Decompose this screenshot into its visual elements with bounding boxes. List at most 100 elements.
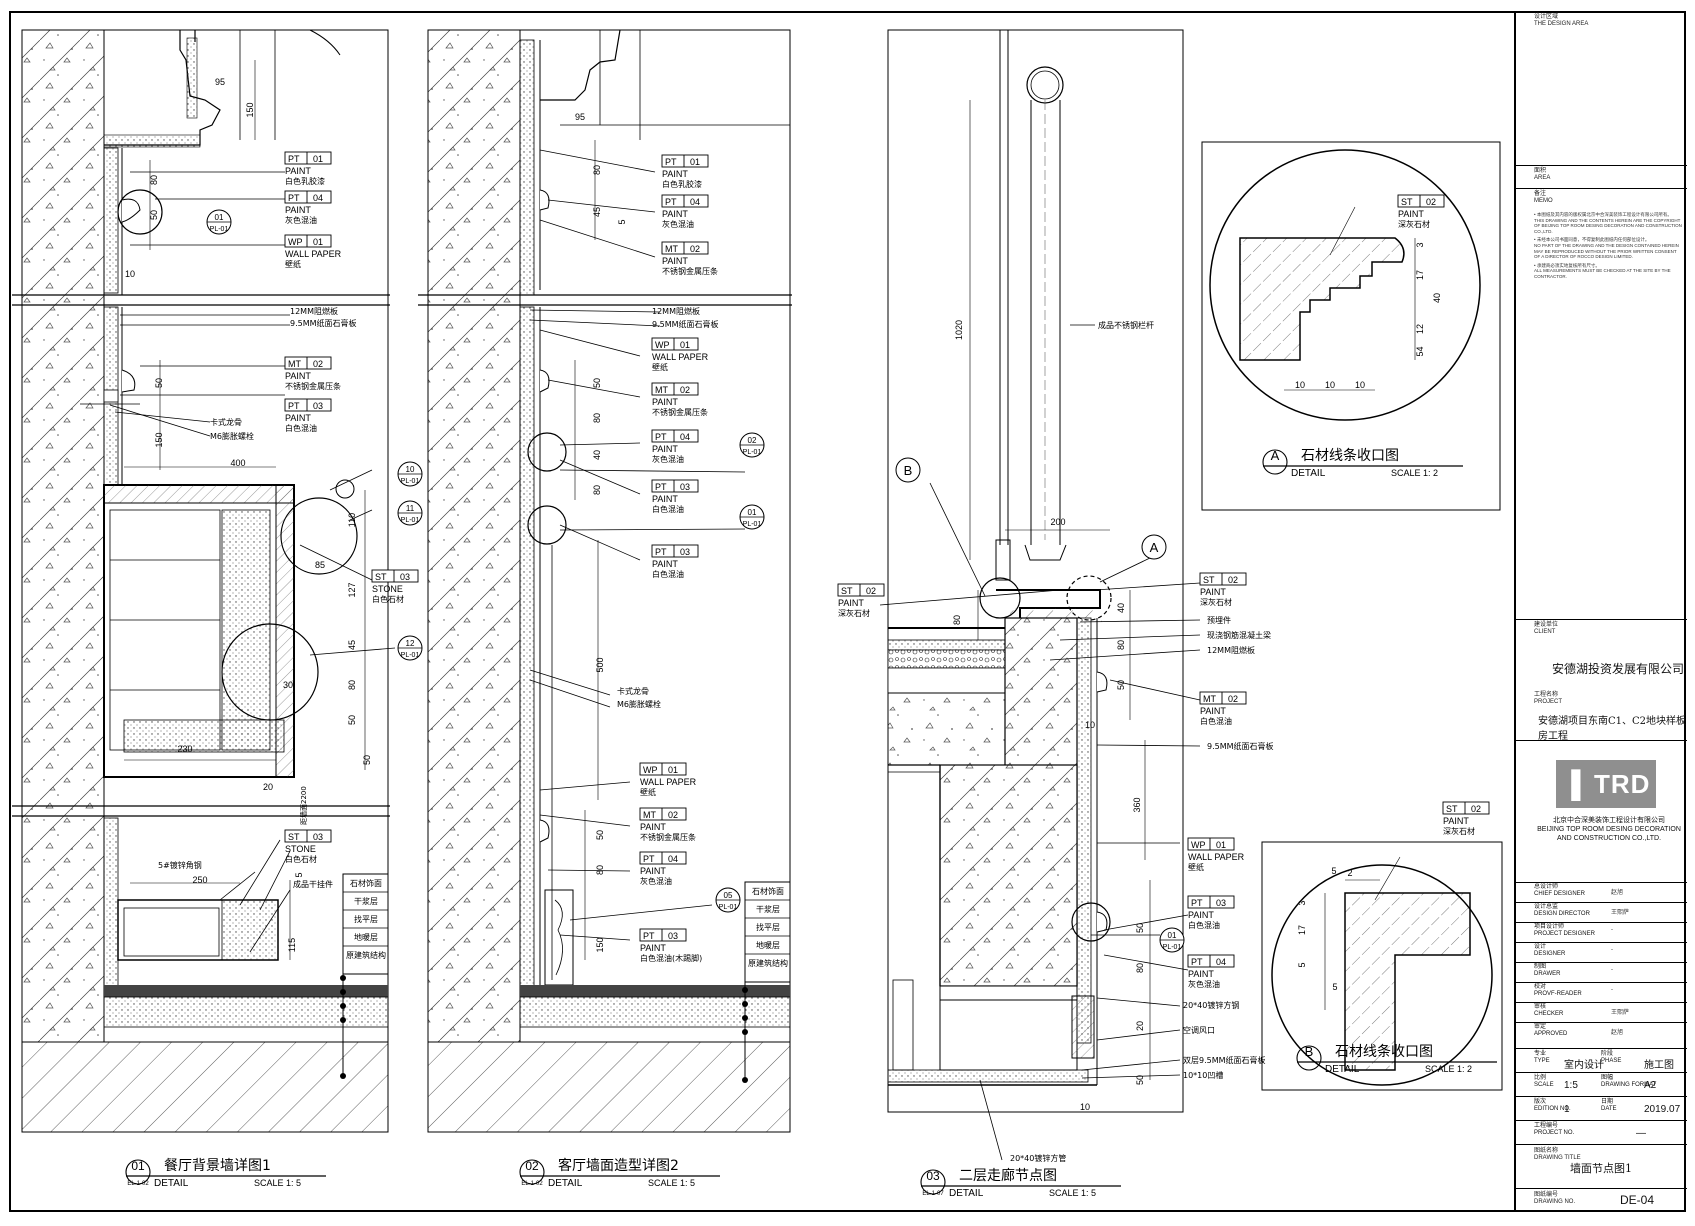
callout-number: 12 bbox=[406, 639, 415, 648]
view-scale: SCALE 1: 5 bbox=[254, 1178, 301, 1188]
role-name: - bbox=[1611, 987, 1613, 993]
tag-number: 03 bbox=[400, 572, 410, 582]
v01-dimension: 127 bbox=[347, 582, 357, 597]
v01-note: 成品干挂件 bbox=[293, 879, 333, 889]
view-title: 客厅墙面造型详图2 bbox=[558, 1157, 679, 1174]
callout-number: 05 bbox=[724, 891, 733, 900]
v01-layer-label: 找平层 bbox=[354, 914, 378, 924]
v01-layer-label: 干浆层 bbox=[354, 896, 378, 906]
sheet-border bbox=[9, 11, 1686, 1212]
tag-desc: 不锈钢金属压条 bbox=[640, 832, 696, 842]
tag-number: 02 bbox=[866, 586, 876, 596]
v01-dimension: 95 bbox=[215, 77, 225, 87]
v02-layer-box bbox=[744, 881, 791, 983]
v03-dimension: 50 bbox=[1116, 680, 1126, 690]
callout-letter: B bbox=[904, 463, 913, 478]
v03-note: 10*10凹槽 bbox=[1183, 1070, 1223, 1080]
view-scale: SCALE 1: 5 bbox=[648, 1178, 695, 1188]
view-scale: SCALE 1: 2 bbox=[1391, 468, 1438, 478]
callout-sheet: PL-01 bbox=[743, 521, 762, 528]
v03-dimension: 10 bbox=[1085, 720, 1095, 730]
v03-material-tag bbox=[1199, 572, 1247, 586]
tag-type: PAINT bbox=[652, 397, 678, 407]
callout-sheet: PL-01 bbox=[1163, 944, 1182, 951]
tag-code: WP bbox=[288, 237, 303, 247]
tag-code: WP bbox=[655, 340, 670, 350]
detail-B-dimension: 5 bbox=[1297, 962, 1307, 967]
tag-code: PT bbox=[655, 432, 667, 442]
v03-note: 成品不锈钢栏杆 bbox=[1098, 320, 1154, 330]
view-title: 石材线条收口图 bbox=[1335, 1043, 1433, 1060]
tag-desc: 壁纸 bbox=[652, 362, 668, 372]
v02-ceiling-cornice bbox=[540, 29, 621, 101]
view-number-bubble bbox=[1296, 1045, 1322, 1071]
callout-sheet: PL-01 bbox=[719, 904, 738, 911]
detail-A-dimension: 10 bbox=[1355, 380, 1365, 390]
detail-A-frame bbox=[1201, 141, 1501, 511]
v01-layer-label: 原建筑结构 bbox=[346, 950, 386, 960]
tag-type: PAINT bbox=[285, 371, 311, 381]
tag-code: PT bbox=[288, 154, 300, 164]
view-detail-label: DETAIL bbox=[1291, 468, 1326, 479]
v01-dimension: 400 bbox=[230, 458, 245, 468]
memo-text: • 本图纸及其内容的版权属北京中合深美装饰工程设计有限公司所有。THIS DRA… bbox=[1534, 212, 1682, 279]
v02-note: 12MM阻燃板 bbox=[652, 306, 700, 316]
v01-note: M6膨胀螺栓 bbox=[210, 431, 254, 441]
tag-type: WALL PAPER bbox=[1188, 852, 1245, 862]
v03-material-tag bbox=[1187, 895, 1235, 909]
tag-code: PT bbox=[665, 157, 677, 167]
tag-type: PAINT bbox=[652, 559, 678, 569]
drawing-title: 墙面节点图1 bbox=[1570, 1162, 1632, 1175]
callout-number: 01 bbox=[215, 213, 224, 222]
project-name: 安德湖项目东南C1、C2地块样板房工程 bbox=[1538, 716, 1687, 742]
tag-desc: 白色混油 bbox=[652, 504, 684, 514]
view-title: 餐厅背景墙详图1 bbox=[164, 1158, 271, 1174]
view-detail-label: DETAIL bbox=[548, 1178, 583, 1189]
v01-material-tag bbox=[284, 398, 332, 412]
tag-type: PAINT bbox=[1200, 706, 1226, 716]
tag-type: STONE bbox=[285, 844, 316, 854]
v03-dimension: 80 bbox=[1135, 963, 1145, 973]
tag-desc: 白色混油 bbox=[285, 423, 317, 433]
v02-material-tag bbox=[651, 382, 699, 396]
tag-desc: 壁纸 bbox=[1188, 862, 1204, 872]
view-number-bubble bbox=[920, 1169, 946, 1195]
v03-dimension: 50 bbox=[1135, 923, 1145, 933]
view-number: B bbox=[1305, 1044, 1314, 1059]
tag-type: PAINT bbox=[640, 943, 666, 953]
detail-B-circle bbox=[1271, 864, 1493, 1086]
v03-material-tag bbox=[1199, 691, 1247, 705]
view-ref: EL-1-02 bbox=[127, 1181, 149, 1187]
v02-material-tag bbox=[651, 544, 699, 558]
callout-sheet: PL-01 bbox=[401, 517, 420, 524]
tag-type: PAINT bbox=[285, 166, 311, 176]
detail-A-dimension: 4 bbox=[1415, 346, 1425, 351]
tag-code: MT bbox=[643, 810, 656, 820]
v01-dimension: 30 bbox=[283, 680, 293, 690]
v01-dimension: 85 bbox=[315, 560, 325, 570]
view-scale: SCALE 1: 2 bbox=[1425, 1064, 1472, 1074]
v03-material-tag bbox=[1187, 837, 1235, 851]
tag-desc: 深灰石材 bbox=[1443, 826, 1475, 836]
v03-note: 9.5MM纸面石膏板 bbox=[1207, 741, 1274, 751]
tag-desc: 白色混油 bbox=[1200, 716, 1232, 726]
v01-dimension: 150 bbox=[154, 432, 164, 447]
v01-vertical-note: 距墙面2200 bbox=[299, 786, 308, 825]
v03-railing-handrail bbox=[1026, 66, 1064, 104]
detail-A-stone-profile bbox=[1239, 237, 1405, 361]
tag-code: WP bbox=[643, 765, 658, 775]
company-name: 北京中合深美装饰工程设计有限公司 BEIJING TOP ROOM DESING… bbox=[1537, 817, 1681, 842]
v02-dimension: 5 bbox=[617, 219, 627, 224]
tag-code: MT bbox=[655, 385, 668, 395]
role-name: 王熙萨 bbox=[1611, 1010, 1630, 1016]
tag-type: PAINT bbox=[1443, 816, 1469, 826]
view-ref: EL-1-07 bbox=[922, 1191, 944, 1197]
tag-code: PT bbox=[655, 547, 667, 557]
v03-dimension: 40 bbox=[1116, 603, 1126, 613]
v03-dimension: 10 bbox=[1080, 1102, 1090, 1112]
